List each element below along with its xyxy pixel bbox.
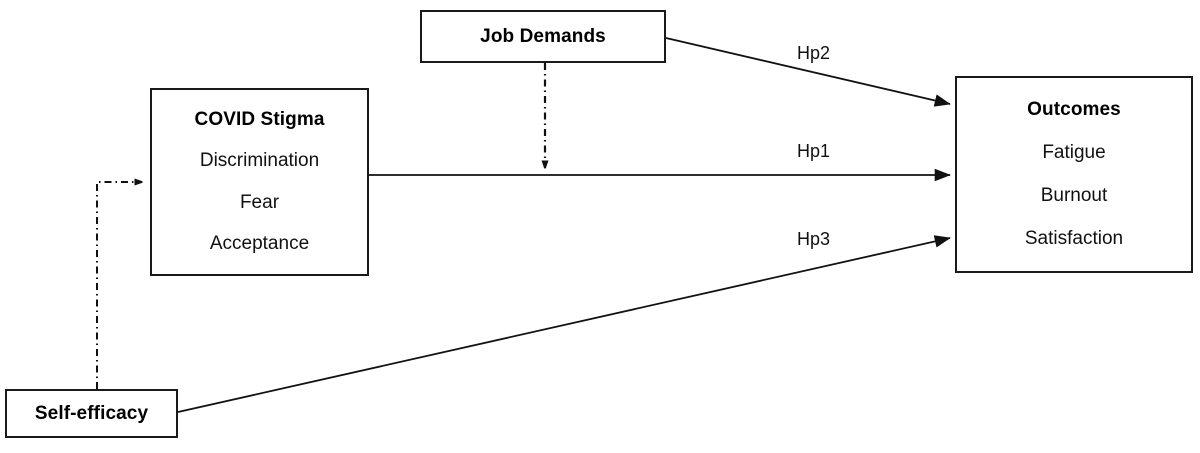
node-covid-stigma-item-fear: Fear <box>239 191 280 213</box>
edge-label-hp1: Hp1 <box>797 141 831 161</box>
edge-hp2 <box>665 37 951 107</box>
node-outcomes-item-satisfaction: Satisfaction <box>1024 228 1124 249</box>
node-outcomes-item-fatigue: Fatigue <box>1042 142 1106 163</box>
node-self-efficacy[interactable]: Self-efficacy <box>5 389 178 438</box>
node-self-efficacy-title: Self-efficacy <box>34 402 149 424</box>
node-outcomes-item-burnout: Burnout <box>1040 185 1108 206</box>
edge-hp3 <box>177 235 951 413</box>
node-job-demands-title: Job Demands <box>480 25 606 47</box>
edge-label-hp2: Hp2 <box>797 43 831 63</box>
node-covid-stigma-title: COVID Stigma <box>194 109 325 131</box>
edge-label-hp3: Hp3 <box>797 229 831 249</box>
edge-self-efficacy-moderation <box>96 182 142 389</box>
node-covid-stigma[interactable]: COVID Stigma Discrimination Fear Accepta… <box>150 88 369 276</box>
node-job-demands[interactable]: Job Demands <box>420 10 666 63</box>
node-covid-stigma-item-discrimination: Discrimination <box>199 150 320 172</box>
node-outcomes[interactable]: Outcomes Fatigue Burnout Satisfaction <box>955 76 1193 273</box>
node-covid-stigma-item-acceptance: Acceptance <box>209 232 310 254</box>
node-outcomes-title: Outcomes <box>1027 99 1121 120</box>
